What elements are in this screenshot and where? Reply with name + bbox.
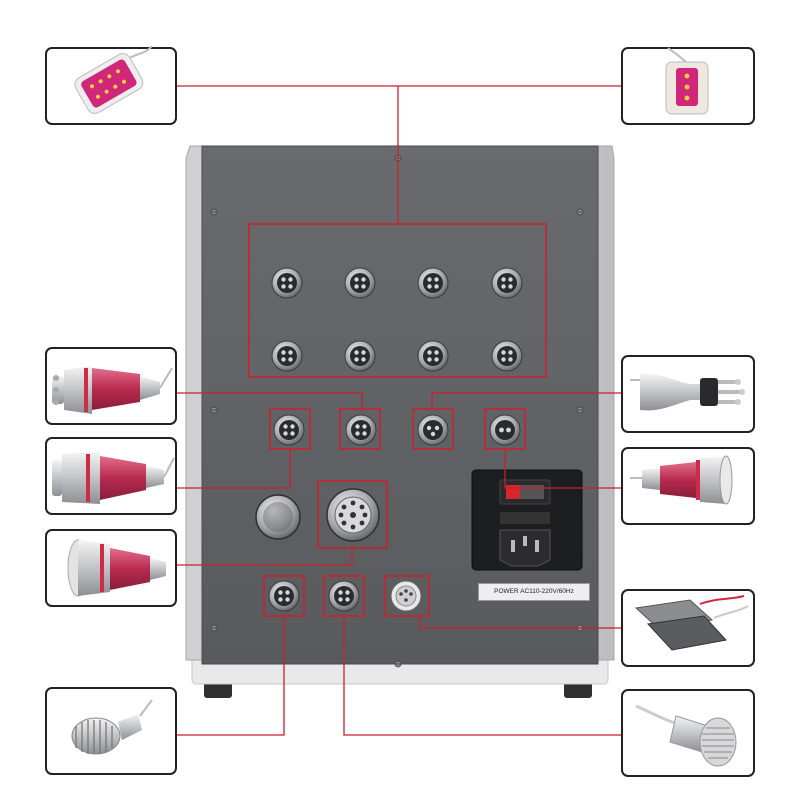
connector-port-icon[interactable]: [271, 340, 303, 372]
screw-icon: [576, 406, 584, 414]
screw-icon: [576, 208, 584, 216]
eight-dot-electrode-pad: [45, 45, 177, 125]
cold-hammer-probe: [621, 689, 755, 777]
needle-probe-icon: [71, 699, 153, 755]
small-cavitation-probe: [621, 447, 755, 525]
callout-line: [176, 548, 353, 566]
device-body: [185, 145, 615, 698]
cold-hammer-port-icon[interactable]: [328, 580, 360, 612]
cold-probe-icon: [635, 704, 737, 767]
connector-port-icon[interactable]: [344, 340, 376, 372]
three-dot-electrode-pad: [621, 47, 755, 125]
cavitation-main-port-icon[interactable]: [326, 488, 380, 542]
rf-probe-icon: [52, 452, 175, 504]
cavitation-probe-icon: [630, 455, 733, 505]
cavitation-port-icon[interactable]: [489, 414, 521, 446]
screw-icon: [210, 406, 218, 414]
electrode-pad-icon: [665, 61, 709, 115]
tripolar-port-icon[interactable]: [417, 414, 449, 446]
ems-pad-port-icon[interactable]: [390, 580, 422, 612]
multipolar-rf-probe-small: [45, 347, 177, 425]
power-knob-icon[interactable]: [255, 494, 301, 540]
power-rating-label: POWER AC110-220V/60Hz: [478, 583, 590, 601]
connector-port-icon[interactable]: [344, 267, 376, 299]
pad-icon: [634, 595, 749, 651]
left-callouts: [45, 45, 177, 775]
ac-inlet-icon[interactable]: [499, 529, 551, 567]
multipolar-rf-probe-large: [45, 437, 177, 515]
callout-line: [431, 392, 622, 409]
connector-port-icon[interactable]: [271, 267, 303, 299]
back-panel: [201, 145, 599, 665]
rf-probe-icon: [52, 366, 173, 414]
rf-probe-port-icon[interactable]: [345, 414, 377, 446]
highlight-box: [339, 408, 381, 450]
screw-icon: [210, 624, 218, 632]
ems-pads: [621, 589, 755, 667]
callout-line: [504, 449, 622, 489]
screw-icon: [210, 208, 218, 216]
fuse-holder-icon[interactable]: [500, 512, 550, 524]
electrode-pad-icon: [74, 53, 144, 114]
vacuum-needle-probe: [45, 687, 177, 775]
rf-probe-icon: [630, 373, 745, 411]
power-socket: [471, 469, 583, 571]
cavitation-probe-icon: [67, 539, 166, 597]
callout-line: [343, 616, 622, 736]
callout-line: [176, 392, 363, 409]
tripolar-rf-probe: [621, 355, 755, 433]
callout-line: [176, 449, 291, 489]
cavitation-probe: [45, 529, 177, 607]
callout-lines: [176, 85, 622, 736]
callout-line: [176, 616, 285, 736]
connector-port-icon[interactable]: [417, 340, 449, 372]
highlight-box: [412, 408, 454, 450]
highlight-box: [384, 575, 430, 617]
connector-port-icon[interactable]: [491, 340, 523, 372]
right-callouts: [621, 47, 755, 777]
screw-icon: [394, 660, 402, 668]
power-switch-icon[interactable]: [506, 485, 520, 499]
connector-port-icon[interactable]: [417, 267, 449, 299]
rf-probe-port-icon[interactable]: [273, 414, 305, 446]
connector-port-icon[interactable]: [491, 267, 523, 299]
needle-probe-port-icon[interactable]: [268, 580, 300, 612]
callout-line: [419, 616, 622, 629]
